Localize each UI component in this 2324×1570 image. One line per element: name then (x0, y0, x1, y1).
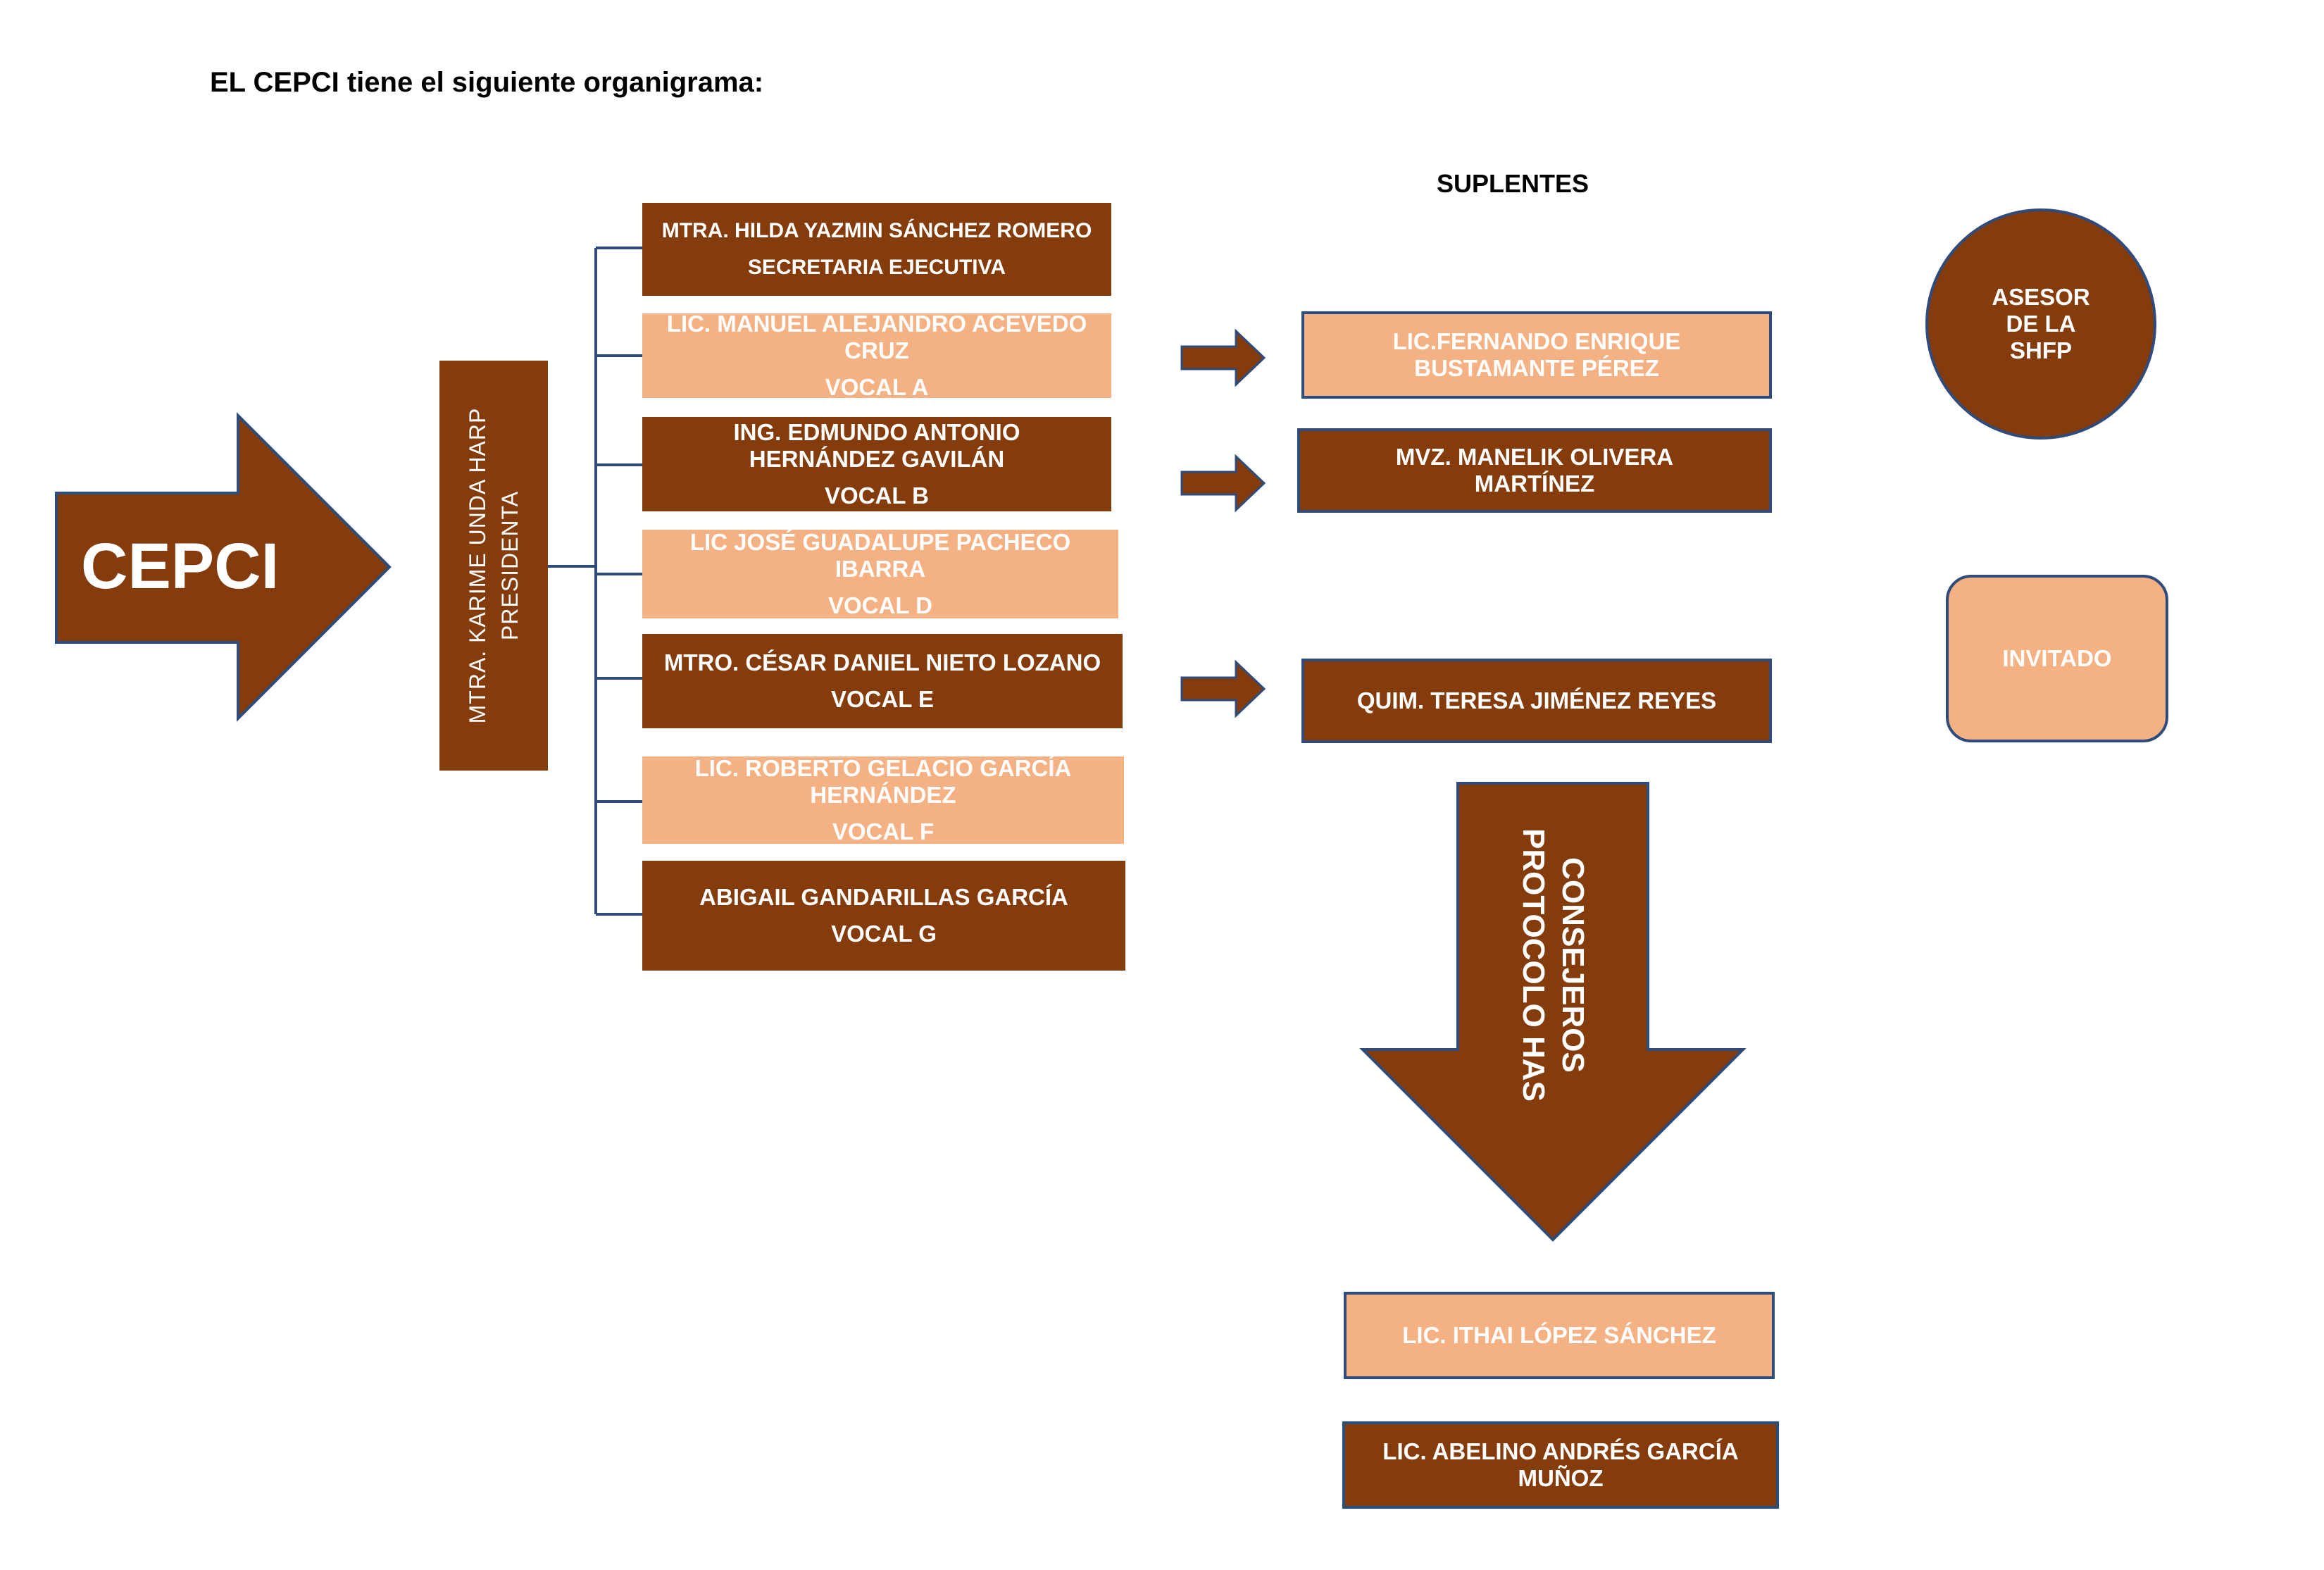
suplente-line2: BUSTAMANTE PÉREZ (1414, 355, 1659, 381)
president-role: PRESIDENTA (497, 490, 523, 641)
right-arrow-icon (1180, 454, 1266, 513)
asesor-label: ASESOR DE LA SHFP (1956, 268, 2125, 380)
member-name-line2: CRUZ (844, 337, 909, 363)
suplente-line1: QUIM. TERESA JIMÉNEZ REYES (1356, 687, 1717, 714)
invitado-text: INVITADO (2002, 645, 2112, 671)
member-box-vocal-g: ABIGAIL GANDARILLAS GARCÍA VOCAL G (642, 861, 1125, 971)
member-role: VOCAL F (832, 818, 935, 845)
right-arrow-icon (1180, 659, 1266, 718)
suplente-line2: MARTÍNEZ (1474, 471, 1595, 497)
cepci-arrow-shape (55, 412, 392, 722)
member-box-vocal-b: ING. EDMUNDO ANTONIO HERNÁNDEZ GAVILÁN V… (642, 417, 1111, 511)
cepci-arrow-label: CEPCI (81, 530, 280, 602)
member-role: VOCAL A (825, 374, 929, 400)
member-role: VOCAL E (830, 686, 935, 712)
member-name-line2: IBARRA (835, 556, 926, 582)
member-role: VOCAL D (828, 592, 932, 618)
down-arrow-line2: PROTOCOLO HAS (1516, 828, 1551, 1102)
protocol-line1: LIC. ABELINO ANDRÉS GARCÍA (1382, 1438, 1739, 1464)
president-name: MTRA. KARIME UNDA HARP (465, 407, 490, 724)
member-name-line1: LIC. ROBERTO GELACIO GARCÍA (694, 755, 1072, 781)
invitado-label: INVITADO (1947, 576, 2167, 741)
member-role: VOCAL B (825, 482, 929, 509)
suplentes-heading: SUPLENTES (1437, 169, 1589, 198)
down-arrow-icon (1359, 782, 1747, 1242)
intro-heading: EL CEPCI tiene el siguiente organigrama: (210, 67, 764, 98)
suplente-line1: MVZ. MANELIK OLIVERA (1395, 444, 1674, 470)
member-box-vocal-a: LIC. MANUEL ALEJANDRO ACEVEDO CRUZ VOCAL… (642, 311, 1111, 400)
member-name: MTRA. HILDA YAZMIN SÁNCHEZ ROMERO (661, 219, 1092, 242)
president-box: MTRA. KARIME UNDA HARP PRESIDENTA (439, 361, 548, 771)
member-name-line2: HERNÁNDEZ GAVILÁN (749, 446, 1005, 472)
member-box-vocal-f: LIC. ROBERTO GELACIO GARCÍA HERNÁNDEZ VO… (642, 755, 1124, 845)
right-arrow-icon (1180, 328, 1266, 387)
down-arrow-line1: CONSEJEROS (1556, 857, 1590, 1073)
member-box-vocal-d: LIC JOSÉ GUADALUPE PACHECO IBARRA VOCAL … (642, 529, 1118, 618)
suplente-box: LIC.FERNANDO ENRIQUE BUSTAMANTE PÉREZ (1301, 311, 1772, 399)
asesor-line1: ASESOR (1992, 284, 2090, 310)
asesor-line2: DE LA (2006, 311, 2076, 337)
member-box-vocal-e: MTRO. CÉSAR DANIEL NIETO LOZANO VOCAL E (642, 634, 1123, 728)
member-name-line1: ING. EDMUNDO ANTONIO (733, 419, 1020, 445)
asesor-line3: SHFP (2009, 337, 2072, 363)
asesor-circle (1925, 208, 2156, 440)
member-name: ABIGAIL GANDARILLAS GARCÍA (699, 884, 1068, 910)
member-name-line1: LIC. MANUEL ALEJANDRO ACEVEDO (666, 311, 1087, 337)
member-name-line2: HERNÁNDEZ (810, 782, 956, 808)
suplente-box: MVZ. MANELIK OLIVERA MARTÍNEZ (1297, 428, 1772, 513)
member-name: MTRO. CÉSAR DANIEL NIETO LOZANO (663, 649, 1101, 675)
suplente-box: QUIM. TERESA JIMÉNEZ REYES (1301, 659, 1772, 743)
down-arrow-label: CONSEJEROS PROTOCOLO HAS (1513, 817, 1592, 1113)
member-role: VOCAL G (831, 921, 937, 947)
protocol-box: LIC. ABELINO ANDRÉS GARCÍA MUÑOZ (1342, 1421, 1779, 1509)
member-name-line1: LIC JOSÉ GUADALUPE PACHECO (689, 529, 1071, 555)
protocol-line1: LIC. ITHAI LÓPEZ SÁNCHEZ (1402, 1322, 1716, 1348)
suplente-line1: LIC.FERNANDO ENRIQUE (1392, 328, 1681, 354)
member-role: SECRETARIA EJECUTIVA (747, 256, 1006, 279)
protocol-line2: MUÑOZ (1518, 1465, 1604, 1491)
protocol-box: LIC. ITHAI LÓPEZ SÁNCHEZ (1344, 1292, 1775, 1379)
member-box-secretaria: MTRA. HILDA YAZMIN SÁNCHEZ ROMERO SECRET… (642, 203, 1111, 296)
invitado-shape (1946, 575, 2168, 742)
